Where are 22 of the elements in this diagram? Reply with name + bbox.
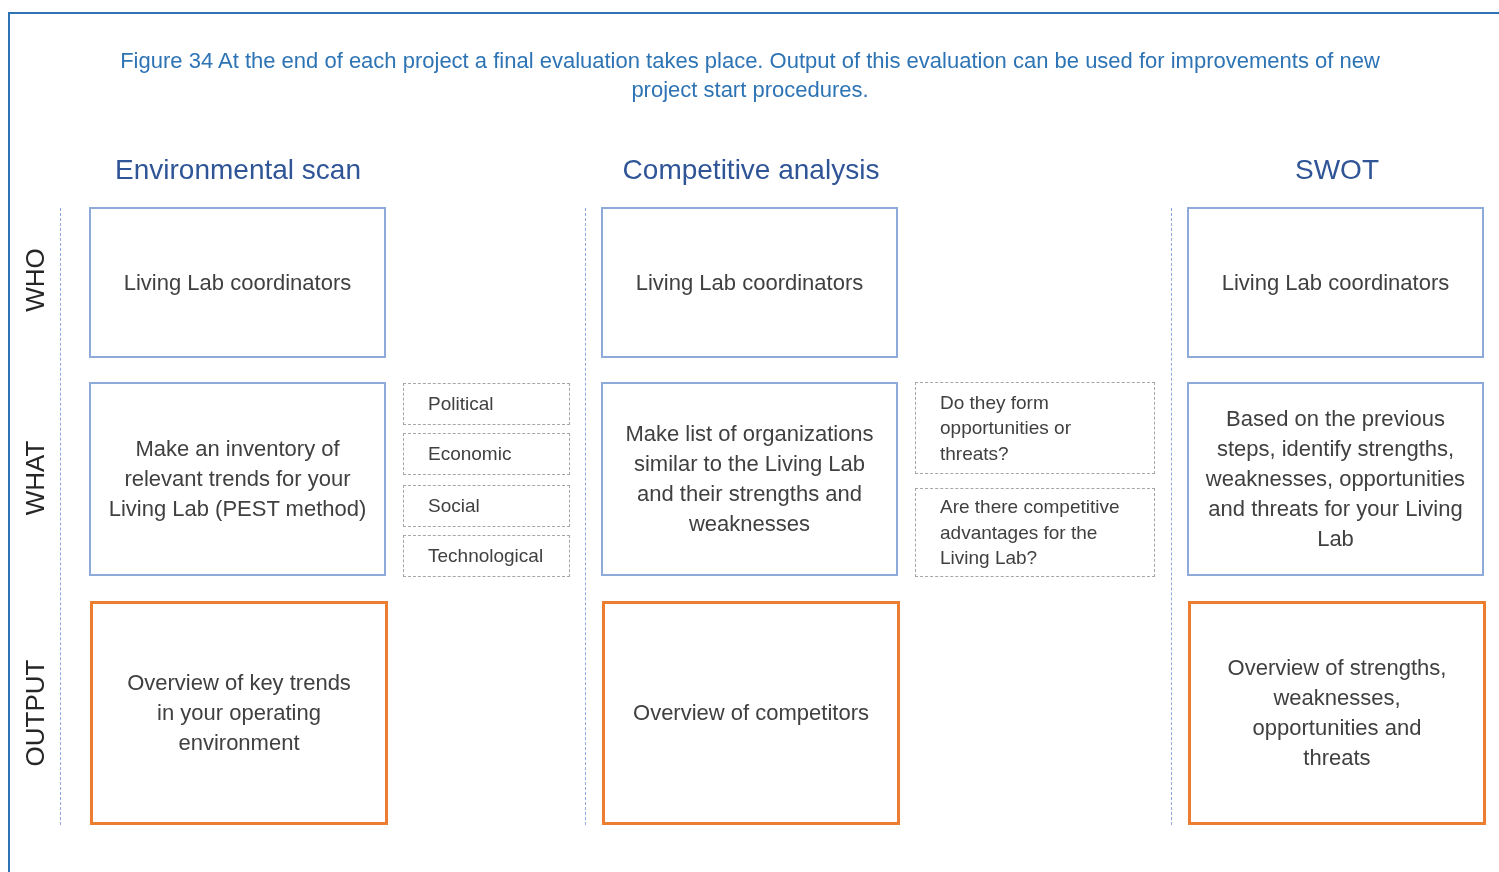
output-box: Overview of key trends in your operating environment	[90, 601, 388, 825]
figure-caption: Figure 34 At the end of each project a final evaluation takes place. Output of this evaluation can be used for improvements of new project start procedures.	[119, 47, 1381, 105]
process-box: Make list of organizations similar to the Living Lab and their strengths and weaknesses	[601, 382, 898, 576]
output-box: Overview of competitors	[602, 601, 900, 825]
column-heading: SWOT	[1295, 154, 1379, 186]
row-heading: OUTPUT	[19, 659, 51, 767]
process-box: Make an inventory of relevant trends for your Living Lab (PEST method)	[89, 382, 386, 576]
column-heading: Environmental scan	[115, 154, 361, 186]
note-box: Do they form opportunities or threats?	[915, 382, 1155, 474]
process-box: Living Lab coordinators	[601, 207, 898, 358]
process-box: Living Lab coordinators	[1187, 207, 1484, 358]
row-heading: WHAT	[19, 440, 51, 516]
note-box: Political	[403, 383, 570, 425]
note-box: Economic	[403, 433, 570, 475]
column-heading: Competitive analysis	[622, 154, 880, 186]
row-heading: WHO	[19, 248, 51, 312]
process-box: Living Lab coordinators	[89, 207, 386, 358]
note-box: Technological	[403, 535, 570, 577]
note-box: Social	[403, 485, 570, 527]
process-box: Based on the previous steps, identify strengths, weaknesses, opportunities and threats for your Living Lab	[1187, 382, 1484, 576]
note-box: Are there competitive advantages for the Living Lab?	[915, 488, 1155, 577]
output-box: Overview of strengths, weaknesses, opportunities and threats	[1188, 601, 1486, 825]
